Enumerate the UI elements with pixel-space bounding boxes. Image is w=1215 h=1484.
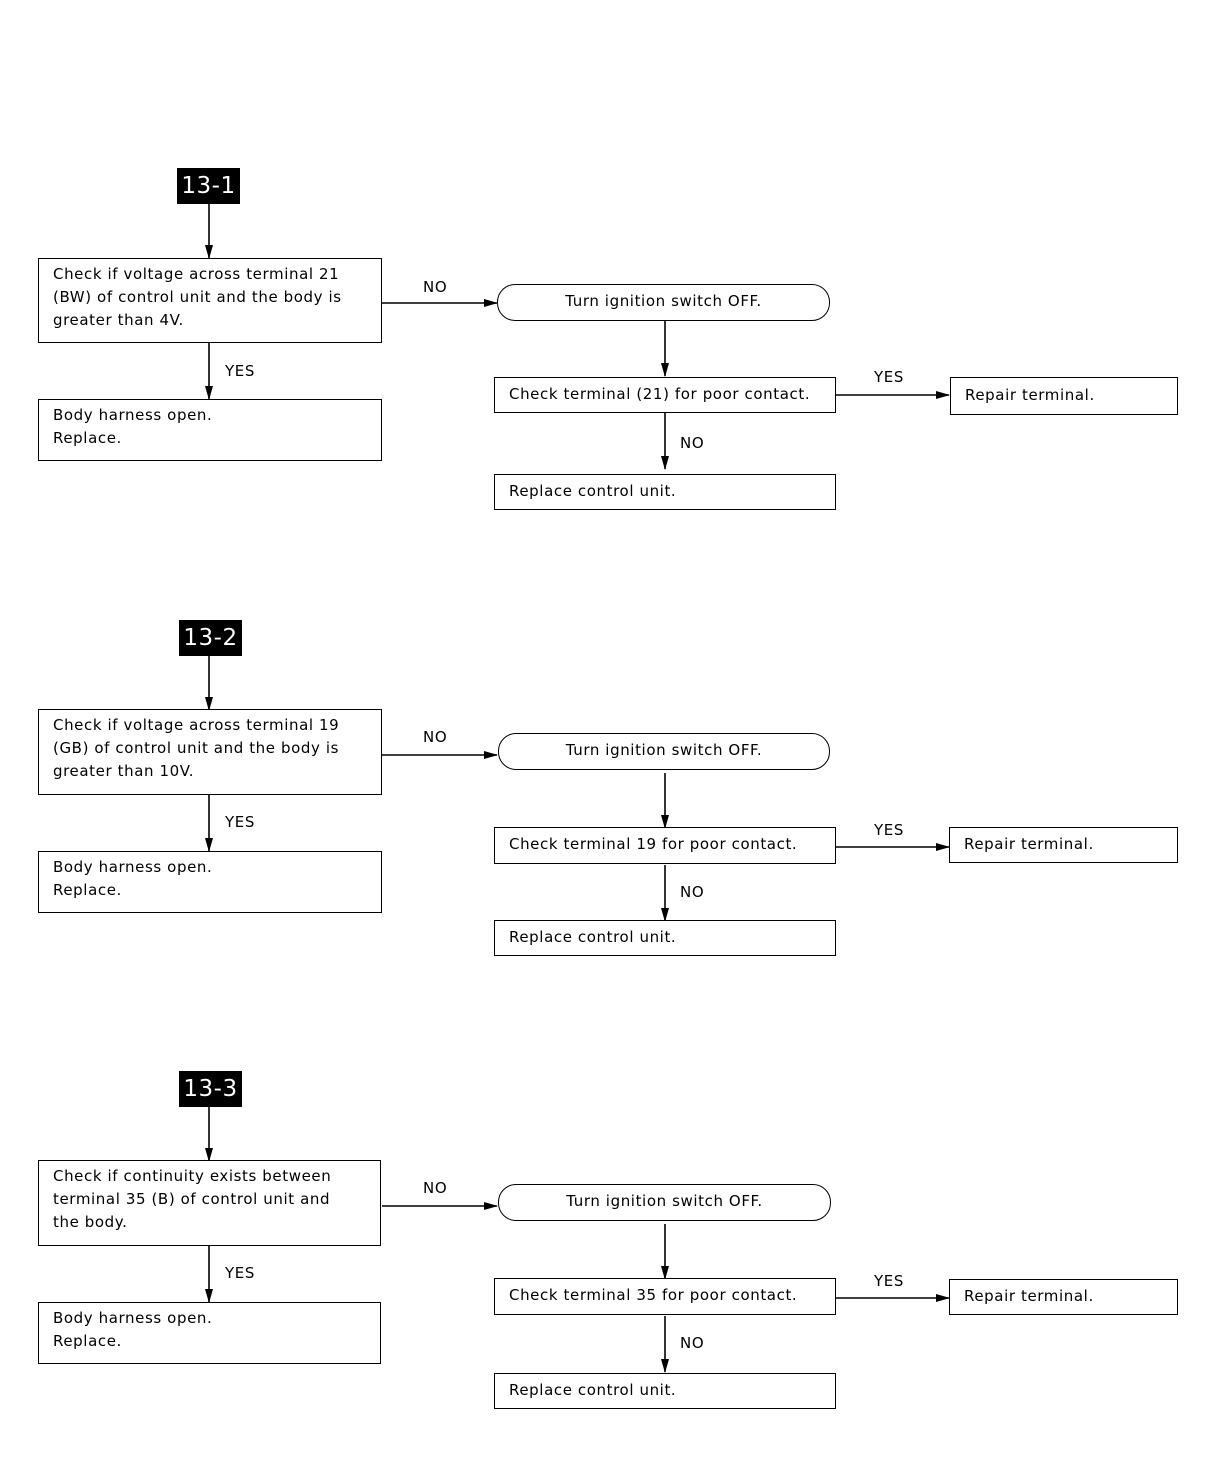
no-label: NO bbox=[680, 434, 705, 452]
yes-label: YES bbox=[225, 362, 255, 380]
body-harness-open-box: Body harness open. Replace. bbox=[38, 1302, 381, 1364]
flowchart-13-1: 13-1 Check if voltage across terminal 21… bbox=[0, 168, 1215, 510]
check-voltage-box: Check if voltage across terminal 21 (BW)… bbox=[38, 258, 382, 343]
check-terminal-box: Check terminal 35 for poor contact. bbox=[494, 1278, 836, 1315]
check-continuity-box: Check if continuity exists between termi… bbox=[38, 1160, 381, 1246]
flowchart-13-2: 13-2 Check if voltage across terminal 19… bbox=[0, 620, 1215, 960]
body-harness-open-box: Body harness open. Replace. bbox=[38, 399, 382, 461]
flowchart-13-3: 13-3 Check if continuity exists between … bbox=[0, 1071, 1215, 1411]
no-label: NO bbox=[680, 1334, 705, 1352]
check-terminal-box: Check terminal (21) for poor contact. bbox=[494, 377, 836, 413]
yes-label: YES bbox=[225, 1264, 255, 1282]
repair-terminal-box: Repair terminal. bbox=[950, 377, 1178, 415]
body-harness-open-box: Body harness open. Replace. bbox=[38, 851, 382, 913]
step-badge: 13-2 bbox=[179, 620, 242, 656]
replace-control-unit-box: Replace control unit. bbox=[494, 1373, 836, 1409]
yes-label: YES bbox=[225, 813, 255, 831]
step-badge: 13-3 bbox=[179, 1071, 242, 1107]
replace-control-unit-box: Replace control unit. bbox=[494, 920, 836, 956]
yes-label: YES bbox=[874, 1272, 904, 1290]
check-terminal-box: Check terminal 19 for poor contact. bbox=[494, 827, 836, 864]
repair-terminal-box: Repair terminal. bbox=[949, 827, 1178, 863]
turn-ignition-off-box: Turn ignition switch OFF. bbox=[498, 1184, 831, 1221]
yes-label: YES bbox=[874, 368, 904, 386]
turn-ignition-off-box: Turn ignition switch OFF. bbox=[497, 284, 830, 321]
no-label: NO bbox=[423, 278, 448, 296]
turn-ignition-off-box: Turn ignition switch OFF. bbox=[498, 733, 830, 770]
yes-label: YES bbox=[874, 821, 904, 839]
check-voltage-box: Check if voltage across terminal 19 (GB)… bbox=[38, 709, 382, 795]
no-label: NO bbox=[423, 1179, 448, 1197]
step-badge: 13-1 bbox=[177, 168, 240, 204]
no-label: NO bbox=[680, 883, 705, 901]
repair-terminal-box: Repair terminal. bbox=[949, 1279, 1178, 1315]
replace-control-unit-box: Replace control unit. bbox=[494, 474, 836, 510]
no-label: NO bbox=[423, 728, 448, 746]
